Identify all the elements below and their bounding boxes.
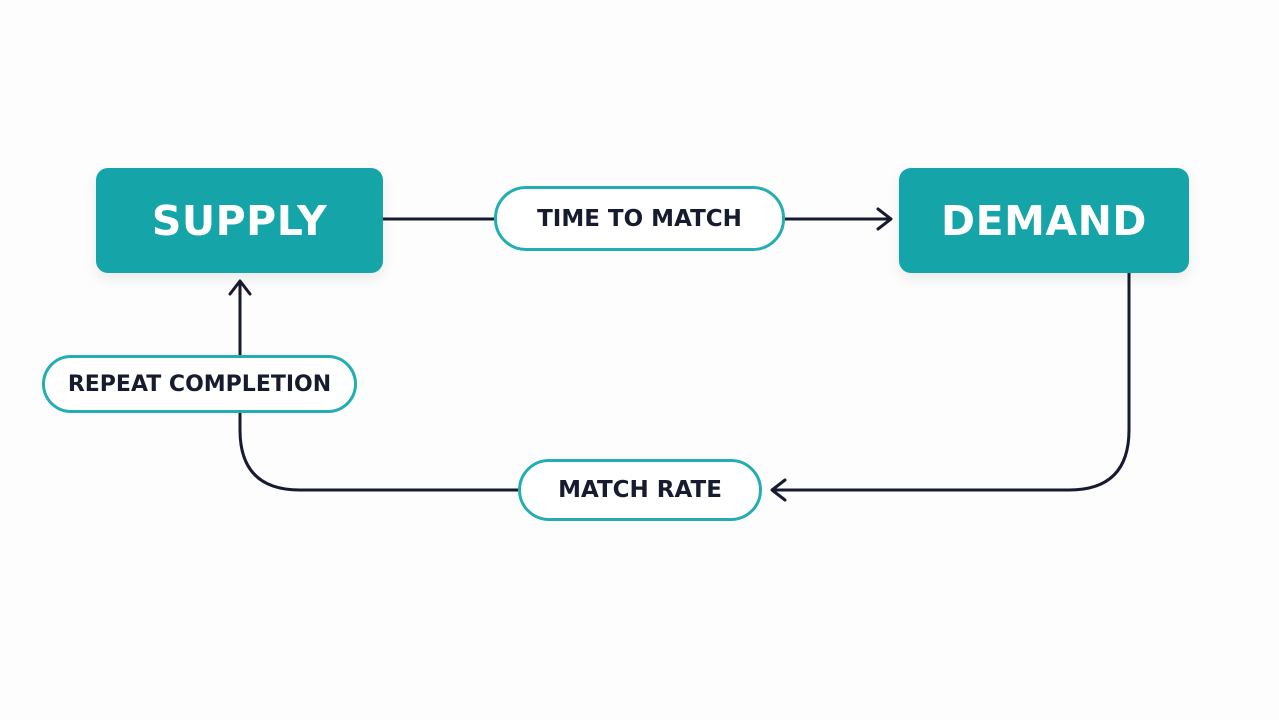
edge-label-match-rate: MATCH RATE: [518, 459, 762, 521]
arrowhead-supply: [228, 279, 252, 296]
node-demand-label: DEMAND: [941, 196, 1147, 245]
node-demand: DEMAND: [899, 168, 1189, 273]
arrowhead-demand: [876, 207, 893, 231]
edge-label-time-to-match: TIME TO MATCH: [494, 186, 785, 251]
edge-label-repeat-completion: REPEAT COMPLETION: [42, 355, 357, 413]
edge-label-match-rate-text: MATCH RATE: [558, 477, 722, 503]
connector-match-pill-to-repeat-pill: [238, 413, 518, 492]
connector-demand-to-match-pill: [772, 273, 1131, 492]
node-supply: SUPPLY: [96, 168, 383, 273]
edge-label-repeat-completion-text: REPEAT COMPLETION: [67, 371, 332, 397]
arrowhead-match-rate: [770, 478, 787, 502]
node-supply-label: SUPPLY: [151, 196, 328, 245]
edge-label-time-to-match-text: TIME TO MATCH: [537, 205, 742, 232]
